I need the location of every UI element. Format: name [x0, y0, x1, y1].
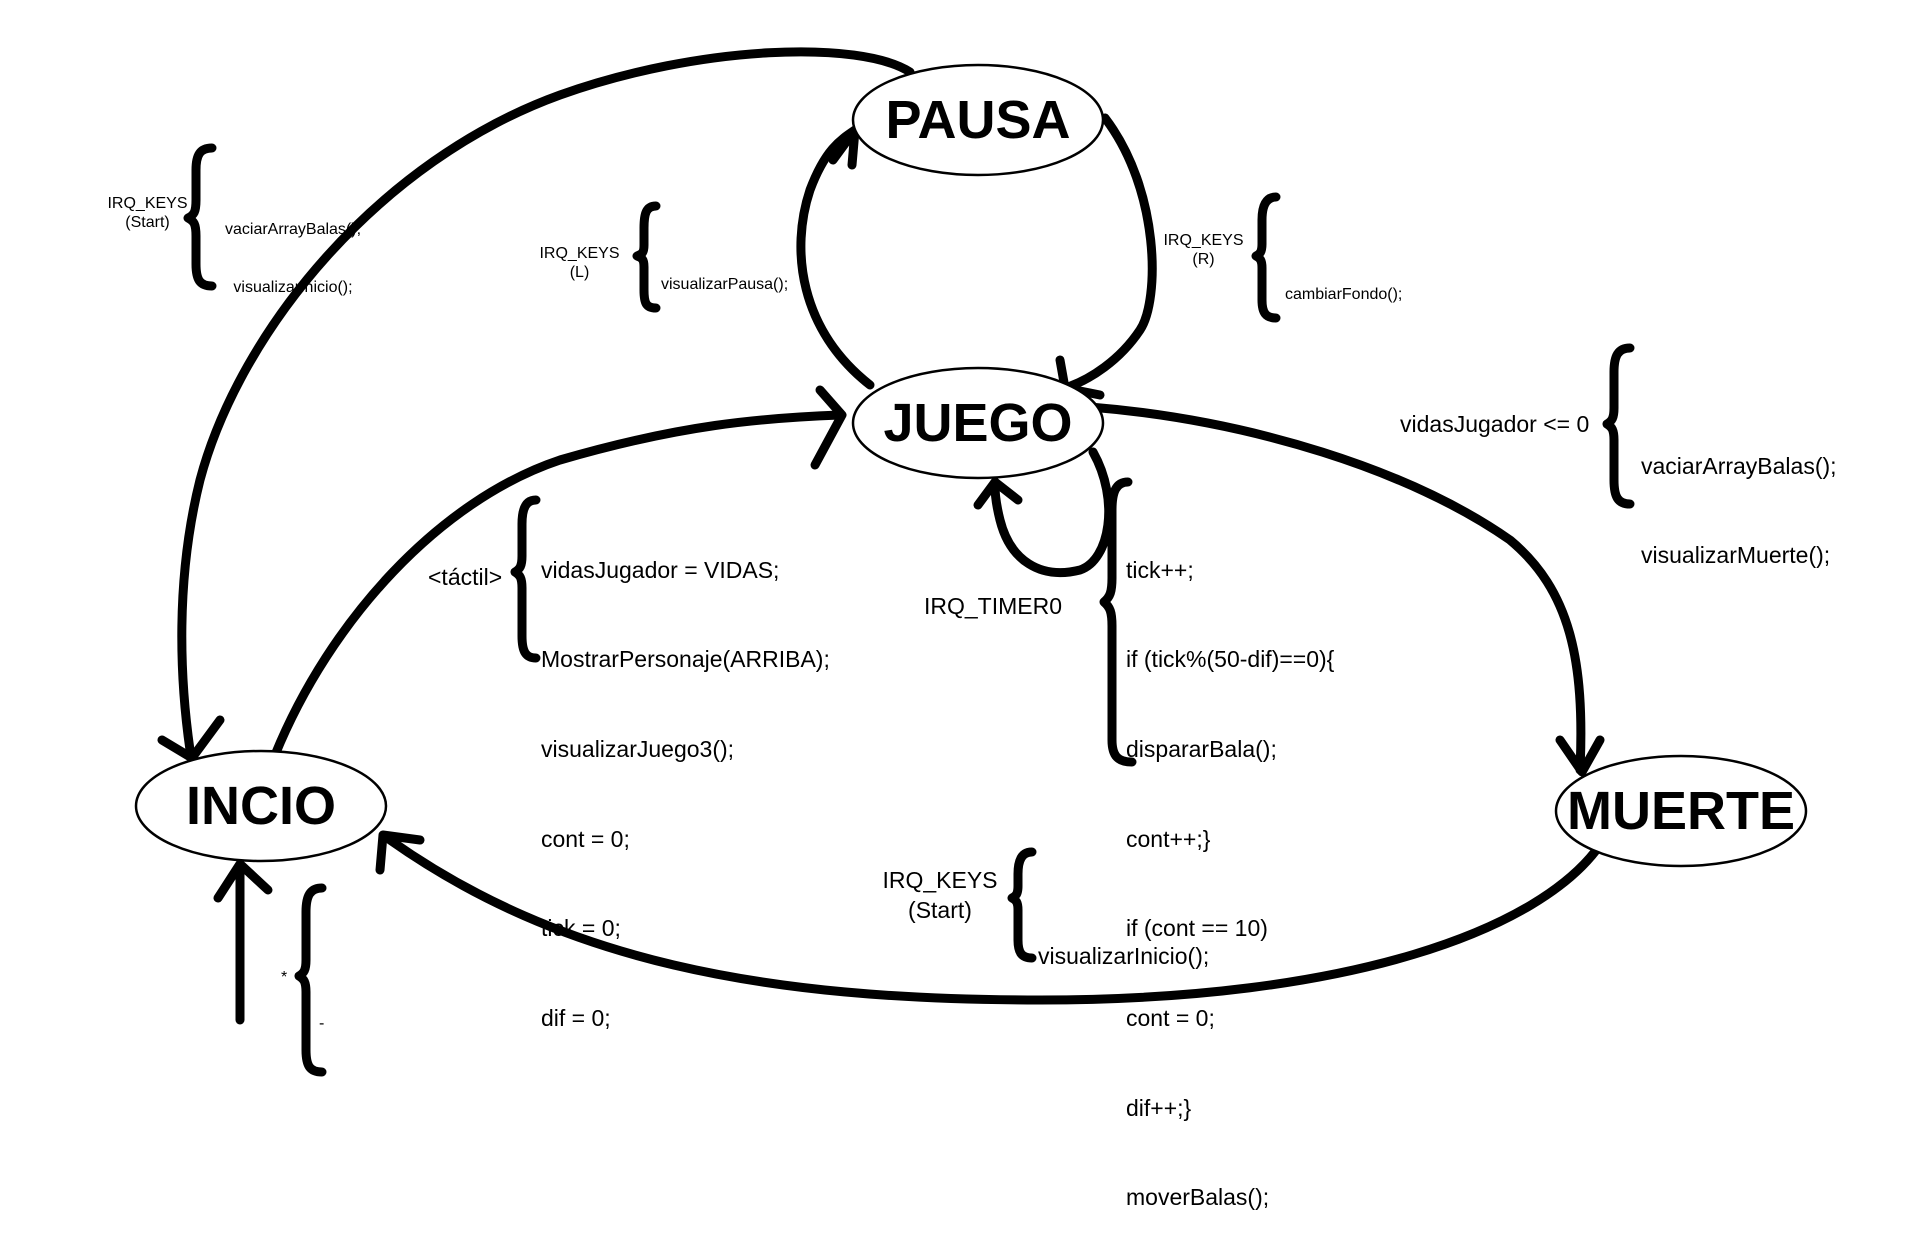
edge-juego-pausa — [796, 125, 875, 390]
arrowhead-muerte — [1555, 735, 1605, 777]
edge-incio-juego — [270, 410, 845, 760]
trigger-incio-juego: <táctil> — [428, 564, 503, 590]
action-line: if (cont == 10) — [1126, 915, 1268, 942]
brace-pausa-juego — [1251, 192, 1281, 323]
brace-juego-self — [1099, 477, 1137, 767]
action-line: dif = 0; — [541, 1005, 611, 1032]
actions-pausa-juego: cambiarFondo(); — [1285, 247, 1402, 324]
action-line: - — [319, 1015, 325, 1033]
trigger-initial: * — [281, 969, 288, 986]
action-line: visualizarInicio(); — [1038, 942, 1210, 969]
trigger-juego-muerte: vidasJugador <= 0 — [1400, 411, 1590, 437]
arrowhead-juego-left — [810, 385, 847, 470]
actions-juego-self: tick++; if (tick%(50-dif)==0){ dispararB… — [1126, 496, 1334, 1243]
actions-juego-pausa: visualizarPausa(); — [661, 237, 788, 314]
brace-juego-muerte — [1602, 343, 1635, 509]
action-line: tick++; — [1126, 556, 1194, 583]
action-line: tick = 0; — [541, 915, 621, 942]
action-line: cont = 0; — [1126, 1005, 1215, 1032]
action-line: cont = 0; — [541, 825, 630, 852]
actions-pausa-incio: vaciarArrayBalas(); visualizarInicio(); — [218, 182, 368, 316]
arrowhead-initial — [213, 859, 273, 903]
brace-muerte-incio — [1007, 847, 1037, 963]
state-pausa — [851, 63, 1105, 177]
trigger-pausa-incio: IRQ_KEYS (Start) — [107, 195, 188, 232]
action-line: if (tick%(50-dif)==0){ — [1126, 646, 1335, 673]
action-line: visualizarMuerte(); — [1641, 542, 1831, 569]
trigger-muerte-incio: IRQ_KEYS (Start) — [882, 867, 998, 923]
actions-incio-juego: vidasJugador = VIDAS; MostrarPersonaje(A… — [541, 496, 830, 1064]
trigger-juego-pausa: IRQ_KEYS (L) — [539, 245, 620, 282]
action-line: vaciarArrayBalas(); — [224, 221, 362, 239]
state-juego — [851, 366, 1105, 480]
brace-initial — [294, 883, 327, 1077]
state-muerte — [1554, 754, 1808, 868]
edge-pausa-juego — [1060, 113, 1157, 393]
actions-juego-muerte: vaciarArrayBalas(); visualizarMuerte(); — [1641, 392, 1837, 601]
actions-muerte-incio: visualizarInicio(); — [1038, 882, 1209, 1002]
action-line: dispararBala(); — [1126, 736, 1277, 763]
action-line: moverBalas(); — [1126, 1184, 1270, 1211]
action-line: visualizarPausa(); — [661, 276, 789, 294]
action-line: visualizarJuego3(); — [541, 736, 735, 763]
edge-juego-muerte — [1085, 402, 1586, 775]
edge-pausa-incio — [177, 47, 915, 755]
brace-pausa-incio — [183, 143, 217, 291]
state-diagram: PAUSA JUEGO INCIO MUERTE — [134, 47, 1808, 1077]
arrowhead-incio-right — [375, 830, 425, 875]
brace-incio-juego — [510, 495, 541, 663]
action-line: dif++;} — [1126, 1094, 1192, 1121]
trigger-pausa-juego: IRQ_KEYS (R) — [1163, 232, 1244, 269]
state-pausa-label: PAUSA — [885, 90, 1070, 150]
brace-juego-pausa — [632, 201, 661, 313]
actions-initial: - — [319, 976, 328, 1053]
arrowhead-juego-self — [973, 477, 1023, 510]
arrowhead-incio-top — [157, 715, 225, 763]
state-incio — [134, 749, 388, 863]
trigger-juego-self: IRQ_TIMER0 — [924, 593, 1063, 619]
action-line: visualizarInicio(); — [233, 278, 353, 296]
action-line: vidasJugador = VIDAS; — [541, 556, 780, 583]
state-juego-label: JUEGO — [883, 393, 1072, 453]
action-line: MostrarPersonaje(ARRIBA); — [541, 646, 830, 673]
edge-muerte-incio — [385, 835, 1605, 1005]
action-line: cont++;} — [1126, 825, 1211, 852]
state-incio-label: INCIO — [186, 776, 336, 836]
action-line: cambiarFondo(); — [1285, 286, 1403, 304]
action-line: vaciarArrayBalas(); — [1641, 452, 1837, 479]
state-muerte-label: MUERTE — [1567, 781, 1795, 841]
